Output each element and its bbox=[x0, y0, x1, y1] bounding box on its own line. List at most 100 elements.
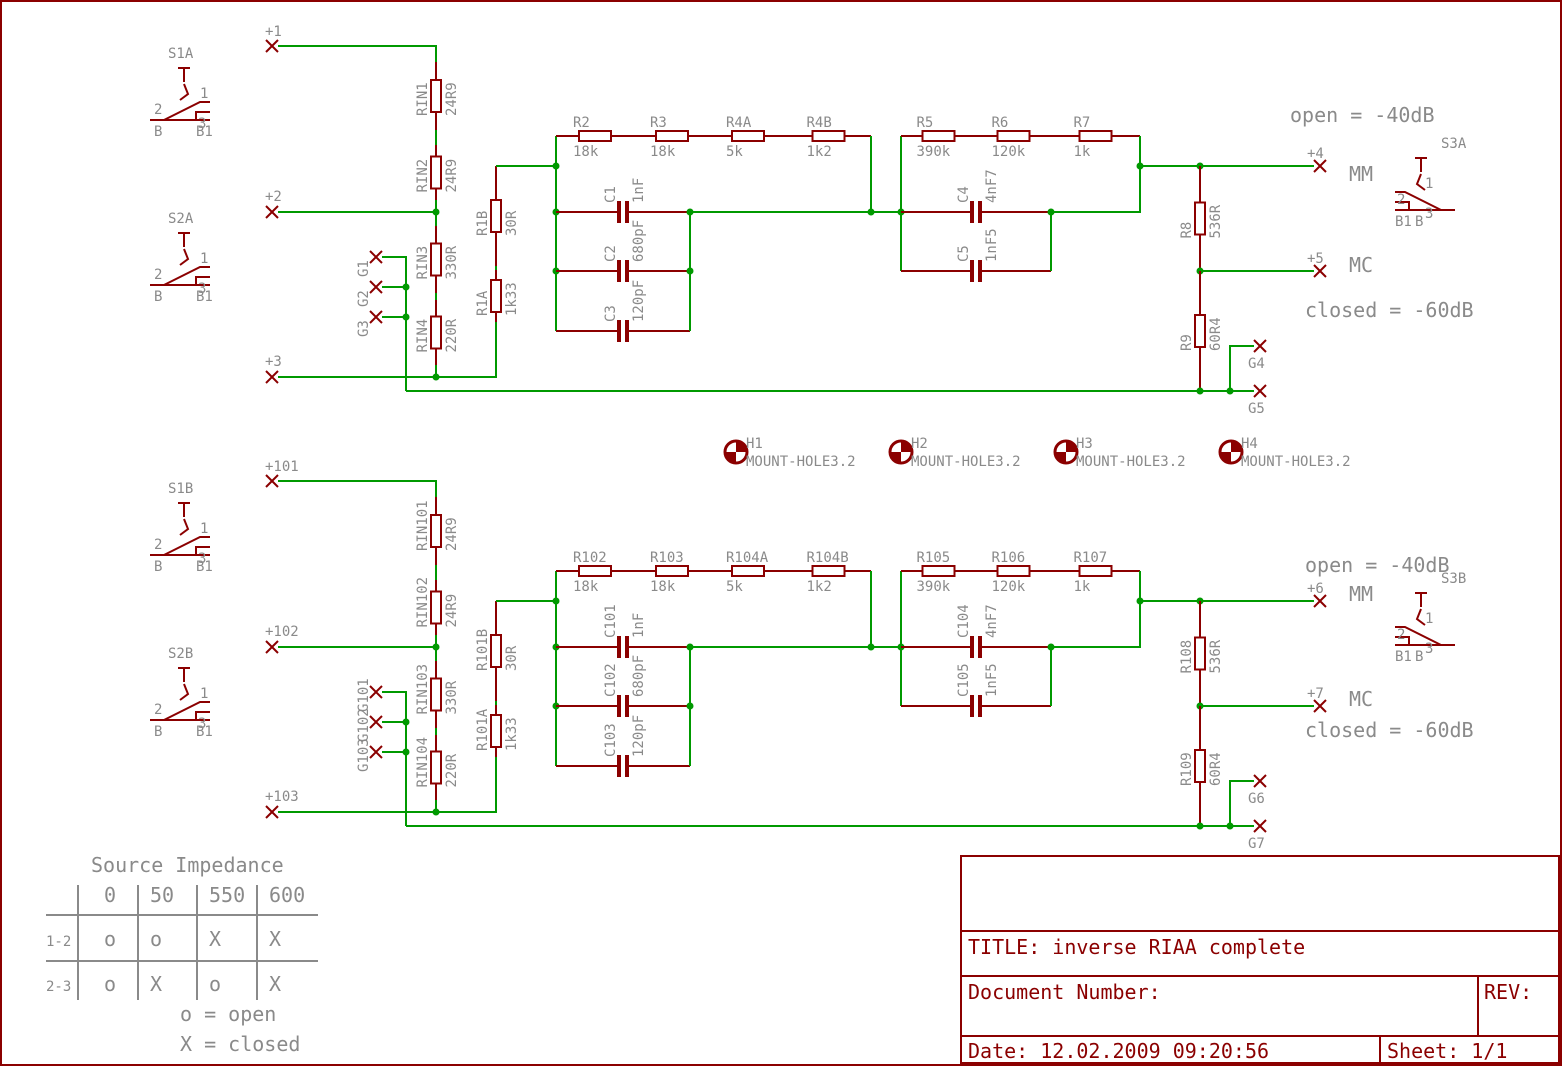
switch-pin-number: 1 bbox=[1425, 611, 1433, 627]
resistor-value: 220R bbox=[444, 318, 460, 352]
resistor-value: 5k bbox=[726, 579, 743, 595]
switch-contact bbox=[195, 276, 210, 285]
connector-pin bbox=[1313, 699, 1327, 713]
resistor-value: 330R bbox=[444, 680, 460, 714]
resistor-name: R1A bbox=[475, 290, 491, 316]
connector-pin bbox=[1313, 264, 1327, 278]
resistor-name: RIN101 bbox=[415, 500, 431, 551]
capacitor-plate bbox=[617, 755, 621, 777]
ground-label: G101 bbox=[356, 678, 372, 712]
resistor-body bbox=[1078, 130, 1113, 142]
switch-actuator bbox=[178, 232, 190, 247]
resistor-name: R103 bbox=[650, 550, 684, 566]
resistor-value: 60R4 bbox=[1208, 317, 1224, 351]
resistor-name: R107 bbox=[1074, 550, 1108, 566]
table-cell: X bbox=[209, 927, 221, 951]
table-col-header: 50 bbox=[150, 883, 174, 907]
switch-name: S1B bbox=[168, 481, 193, 497]
mount-hole-value: MOUNT-HOLE3.2 bbox=[1241, 454, 1351, 470]
switch-lever bbox=[163, 701, 210, 721]
resistor-value: 1k bbox=[1074, 144, 1091, 160]
resistor-body bbox=[578, 130, 612, 142]
junction-dot bbox=[432, 808, 440, 816]
title-block-title: TITLE: inverse RIAA complete bbox=[968, 935, 1305, 959]
switch-pin-number: 2 bbox=[154, 267, 162, 283]
input-terminal-label: +102 bbox=[265, 624, 299, 640]
resistor-name: R104B bbox=[807, 550, 849, 566]
switch-pin-number: 1 bbox=[1425, 176, 1433, 192]
capacitor-value: 1nF5 bbox=[984, 228, 1000, 262]
switch-lever bbox=[163, 266, 210, 286]
capacitor-plate bbox=[970, 201, 974, 223]
capacitor-name: C104 bbox=[956, 604, 972, 638]
switch-pin-number: 1 bbox=[200, 251, 208, 267]
wire bbox=[278, 322, 497, 378]
note-mm-open-b: open = -40dB bbox=[1305, 553, 1450, 577]
label-mm-b: MM bbox=[1349, 582, 1373, 606]
ground-label: G3 bbox=[356, 320, 372, 337]
capacitor-plate bbox=[617, 320, 621, 342]
wire bbox=[1229, 780, 1254, 826]
capacitor-value: 680pF bbox=[631, 655, 647, 697]
resistor-body bbox=[921, 130, 956, 142]
resistor-name: RIN1 bbox=[415, 82, 431, 116]
junction-dot bbox=[686, 267, 694, 275]
junction-dot bbox=[1226, 387, 1234, 395]
capacitor-value: 1nF bbox=[631, 613, 647, 638]
switch-pin-number: 3 bbox=[198, 116, 206, 132]
resistor-value: 24R9 bbox=[444, 159, 460, 193]
junction-dot bbox=[402, 313, 410, 321]
mount-hole-icon bbox=[736, 441, 747, 452]
capacitor-value: 120pF bbox=[631, 280, 647, 322]
junction-dot bbox=[686, 643, 694, 651]
resistor-name: R8 bbox=[1179, 222, 1195, 239]
note-mm-open-a: open = -40dB bbox=[1290, 103, 1435, 127]
wire bbox=[278, 480, 437, 497]
resistor-name: RIN2 bbox=[415, 159, 431, 193]
wire bbox=[382, 691, 407, 826]
resistor-value: 5k bbox=[726, 144, 743, 160]
resistor-name: R9 bbox=[1179, 334, 1195, 351]
ground-label: G2 bbox=[356, 290, 372, 307]
resistor-value: 24R9 bbox=[444, 517, 460, 551]
note-mc-closed-a: closed = -60dB bbox=[1305, 298, 1474, 322]
resistor-body bbox=[655, 130, 689, 142]
resistor-name: R3 bbox=[650, 115, 667, 131]
mount-hole-name: H4 bbox=[1241, 436, 1258, 452]
connector-pin bbox=[369, 310, 383, 324]
resistor-name: R4A bbox=[726, 115, 752, 131]
junction-dot bbox=[432, 208, 440, 216]
table-cell: X bbox=[269, 972, 281, 996]
switch-spring bbox=[179, 248, 190, 266]
capacitor-name: C5 bbox=[956, 245, 972, 262]
capacitor-plate bbox=[970, 260, 974, 282]
resistor-value: 330R bbox=[444, 245, 460, 279]
mount-hole-icon bbox=[890, 452, 901, 463]
resistor-name: R7 bbox=[1074, 115, 1091, 131]
resistor-name: R105 bbox=[917, 550, 951, 566]
connector-pin bbox=[265, 805, 279, 819]
mount-hole-name: H1 bbox=[746, 436, 763, 452]
resistor-name: R102 bbox=[573, 550, 607, 566]
title-block: TITLE: inverse RIAA complete Document Nu… bbox=[960, 855, 1560, 1064]
connector-pin bbox=[369, 715, 383, 729]
resistor-body bbox=[430, 242, 442, 277]
junction-dot bbox=[1047, 643, 1055, 651]
switch-pin-number: 3 bbox=[198, 716, 206, 732]
capacitor-value: 1nF5 bbox=[984, 663, 1000, 697]
resistor-value: 536R bbox=[1208, 204, 1224, 238]
resistor-body bbox=[430, 590, 442, 625]
wire bbox=[1229, 345, 1254, 391]
ground-label: G1 bbox=[356, 260, 372, 277]
capacitor-plate bbox=[970, 636, 974, 658]
resistor-value: 220R bbox=[444, 753, 460, 787]
mount-hole-name: H3 bbox=[1076, 436, 1093, 452]
switch-name: S1A bbox=[168, 46, 194, 62]
title-block-sheet: Sheet: 1/1 bbox=[1387, 1039, 1507, 1063]
resistor-value: 1k2 bbox=[807, 579, 832, 595]
switch-pin-number: B bbox=[154, 124, 162, 140]
capacitor-plate bbox=[617, 636, 621, 658]
switch-contact bbox=[1395, 636, 1410, 645]
junction-dot bbox=[1196, 387, 1204, 395]
label-mc-a: MC bbox=[1349, 253, 1373, 277]
